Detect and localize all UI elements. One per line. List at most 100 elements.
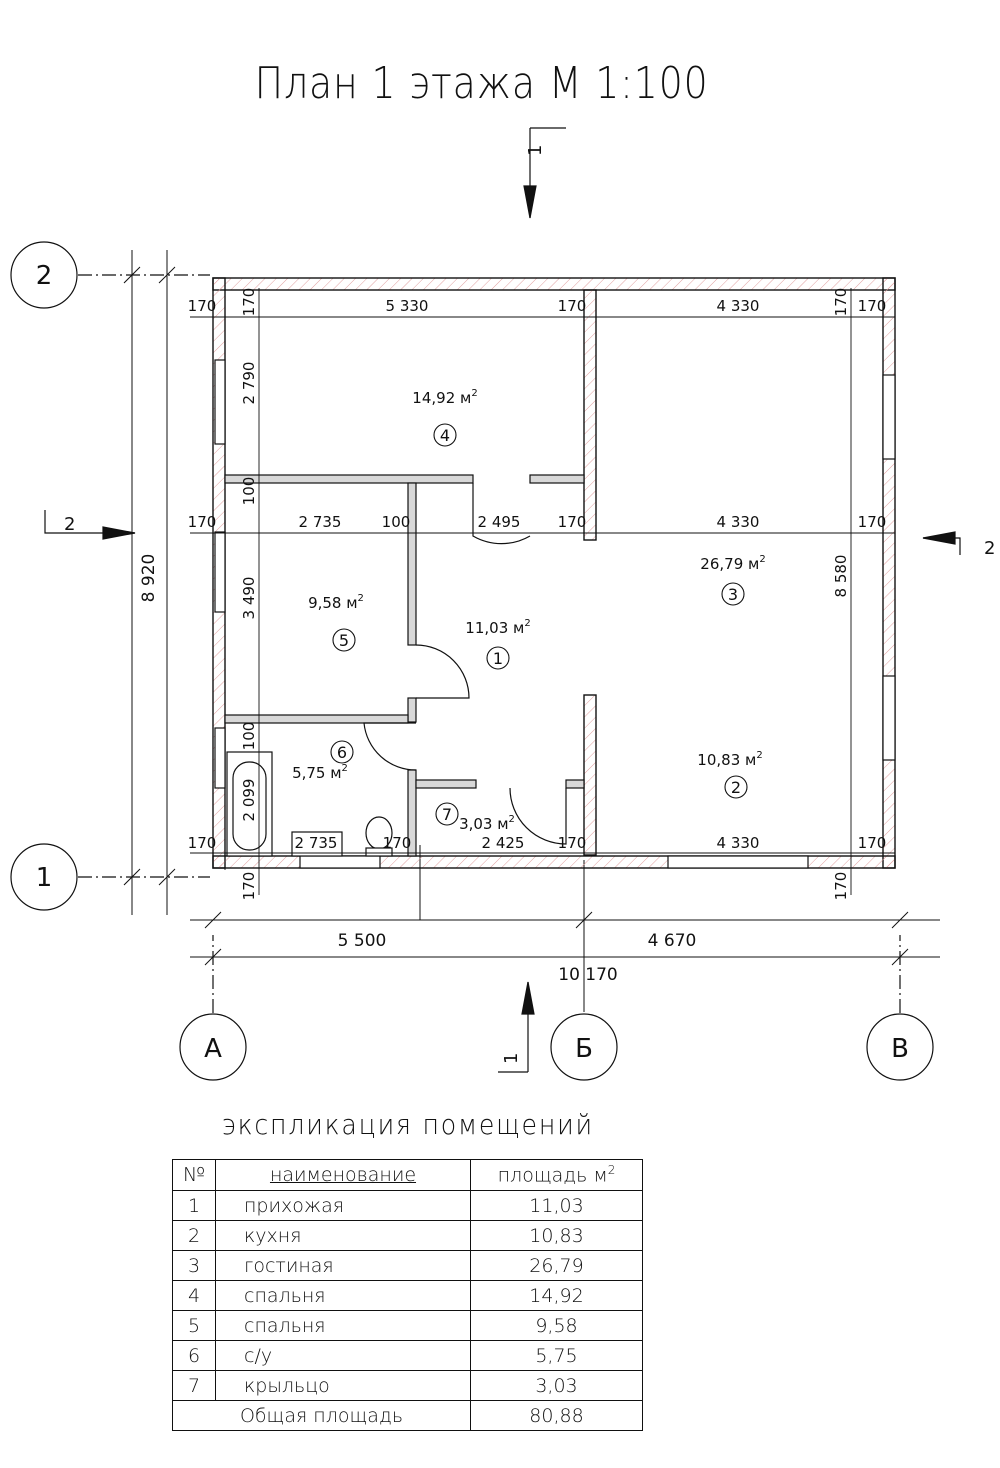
room-number-circle-1 xyxy=(486,646,510,670)
svg-text:4 330: 4 330 xyxy=(717,834,760,852)
explication-cell-area: 26,79 xyxy=(470,1250,643,1281)
explication-cell-name: крыльцо xyxy=(215,1370,471,1401)
room-area-label-7: 3,03 м2 xyxy=(459,814,515,833)
axis-label-row-2: 2 xyxy=(36,261,53,291)
total-label: Общая площадь xyxy=(172,1400,471,1431)
explication-cell-area: 11,03 xyxy=(470,1190,643,1221)
svg-text:2 735: 2 735 xyxy=(299,513,342,531)
plan-title: План 1 этажа М 1:100 xyxy=(254,58,709,109)
svg-text:170: 170 xyxy=(558,513,587,531)
svg-text:2 425: 2 425 xyxy=(482,834,525,852)
explication-cell-area: 3,03 xyxy=(470,1370,643,1401)
dim-axis-overall: 10 170 xyxy=(558,965,617,985)
section-mark-left-label: 2 xyxy=(64,514,75,535)
svg-text:170: 170 xyxy=(383,834,412,852)
header-area: площадь м2 xyxy=(470,1159,643,1191)
explication-cell-num: 7 xyxy=(172,1370,216,1401)
explication-cell-area: 5,75 xyxy=(470,1340,643,1371)
svg-text:170: 170 xyxy=(558,834,587,852)
svg-text:170: 170 xyxy=(188,834,217,852)
explication-title: экспликация помещений xyxy=(222,1108,594,1141)
axis-bubble-col-b xyxy=(550,1013,618,1081)
explication-cell-num: 5 xyxy=(172,1310,216,1341)
room-area-label-4: 14,92 м2 xyxy=(412,388,477,407)
axis-bubble-col-v xyxy=(866,1013,934,1081)
explication-cell-num: 3 xyxy=(172,1250,216,1281)
section-mark-top: 1 xyxy=(523,127,566,219)
svg-text:170: 170 xyxy=(858,513,887,531)
svg-text:2 735: 2 735 xyxy=(295,834,338,852)
svg-text:100: 100 xyxy=(382,513,411,531)
washbasin xyxy=(291,831,343,857)
axis-label-row-1: 1 xyxy=(36,863,53,893)
dim-axis-a-b: 5 500 xyxy=(338,931,387,951)
vertical-dimension-lines xyxy=(123,250,176,915)
svg-text:170: 170 xyxy=(188,513,217,531)
explication-cell-num: 6 xyxy=(172,1340,216,1371)
room-area-label-6: 5,75 м2 xyxy=(292,763,348,782)
room-number-1: 1 xyxy=(493,649,503,668)
svg-text:170: 170 xyxy=(558,297,587,315)
svg-text:170: 170 xyxy=(858,297,887,315)
room-area-label-5: 9,58 м2 xyxy=(308,593,364,612)
axis-label-col-b: Б xyxy=(575,1034,593,1064)
svg-text:2 495: 2 495 xyxy=(478,513,521,531)
svg-text:2 790: 2 790 xyxy=(240,362,258,405)
total-value: 80,88 xyxy=(470,1400,643,1431)
svg-text:8 580: 8 580 xyxy=(832,555,850,598)
svg-text:170: 170 xyxy=(858,834,887,852)
dim-axis-b-v: 4 670 xyxy=(648,931,697,951)
inner-dimension-lines xyxy=(190,288,895,895)
explication-cell-name: с/у xyxy=(215,1340,471,1371)
explication-cell-num: 1 xyxy=(172,1190,216,1221)
section-mark-bottom: 1 xyxy=(498,981,535,1073)
room-number-4: 4 xyxy=(440,426,450,445)
dims-right-col: 170 8 580 170 xyxy=(832,288,850,901)
room-number-7: 7 xyxy=(442,805,452,824)
section-mark-top-label: 1 xyxy=(525,145,546,156)
axis-bubble-row-1 xyxy=(10,843,78,911)
explication-cell-name: кухня xyxy=(215,1220,471,1251)
dims-top-row: 170 5 330 170 4 330 170 xyxy=(188,297,887,315)
axis-label-col-a: А xyxy=(204,1034,222,1064)
svg-text:100: 100 xyxy=(240,477,258,506)
explication-cell-name: гостиная xyxy=(215,1250,471,1281)
svg-text:5 330: 5 330 xyxy=(386,297,429,315)
dims-bottom-row: 170 2 735 170 2 425 170 4 330 170 xyxy=(188,834,887,852)
svg-text:3 490: 3 490 xyxy=(240,577,258,620)
explication-cell-num: 2 xyxy=(172,1220,216,1251)
svg-text:170: 170 xyxy=(832,288,850,317)
room-number-5: 5 xyxy=(339,631,349,650)
room-area-label-2: 10,83 м2 xyxy=(697,750,762,769)
explication-cell-name: прихожая xyxy=(215,1190,471,1221)
interior-partitions xyxy=(224,474,585,857)
section-mark-bottom-label: 1 xyxy=(501,1053,522,1064)
room-number-2: 2 xyxy=(731,778,741,797)
explication-cell-name: спальня xyxy=(215,1310,471,1341)
svg-text:4 330: 4 330 xyxy=(717,513,760,531)
explication-cell-area: 14,92 xyxy=(470,1280,643,1311)
doors xyxy=(363,483,567,845)
room-number-circle-6 xyxy=(330,740,354,764)
svg-text:170: 170 xyxy=(240,872,258,901)
dim-overall-height: 8 920 xyxy=(139,554,159,603)
room-number-circle-3 xyxy=(721,582,745,606)
bathroom-fixtures xyxy=(226,751,393,857)
svg-text:170: 170 xyxy=(188,297,217,315)
svg-text:170: 170 xyxy=(240,288,258,317)
explication-cell-name: спальня xyxy=(215,1280,471,1311)
room-number-circle-2 xyxy=(724,775,748,799)
section-mark-right: 2 xyxy=(922,531,995,559)
room-number-circle-5 xyxy=(332,628,356,652)
svg-text:170: 170 xyxy=(832,872,850,901)
floor-plan-drawing: 1 1 2 2 2 1 А Б В 8 920 xyxy=(10,127,995,1081)
room-number-3: 3 xyxy=(728,585,738,604)
axis-label-col-v: В xyxy=(891,1034,909,1064)
dims-left-col: 170 2 790 100 3 490 100 2 099 170 xyxy=(240,288,258,901)
explication-cell-num: 4 xyxy=(172,1280,216,1311)
room-number-6: 6 xyxy=(337,743,347,762)
